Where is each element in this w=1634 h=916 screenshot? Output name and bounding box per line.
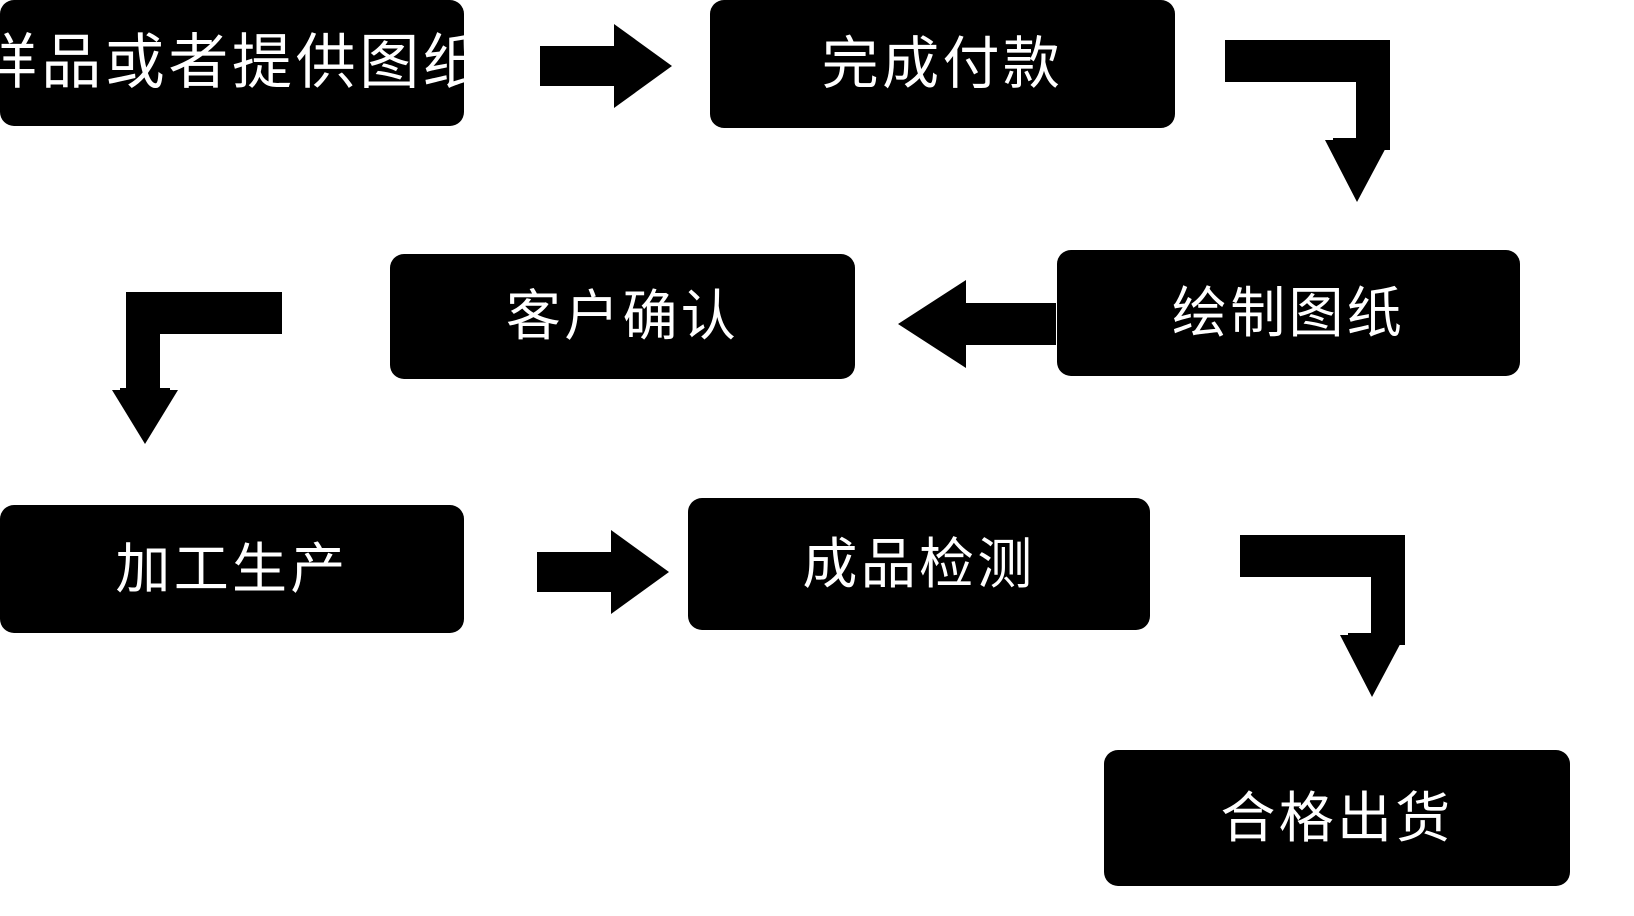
flow-node-customer-confirm[interactable]: 客户确认 — [390, 254, 855, 379]
elbow-right-down-icon — [1225, 40, 1390, 202]
flow-node-sample-or-drawing[interactable]: 样品或者提供图纸 — [0, 0, 483, 126]
flow-node-draw-drawing[interactable]: 绘制图纸 — [1057, 250, 1520, 376]
flow-node-complete-payment[interactable]: 完成付款 — [710, 0, 1175, 128]
elbow-left-down-icon — [112, 292, 282, 444]
flow-node-label: 成品检测 — [802, 532, 1036, 595]
flow-node-label: 样品或者提供图纸 — [0, 29, 487, 96]
flow-node-label: 客户确认 — [505, 285, 740, 347]
flow-node-label: 完成付款 — [821, 31, 1064, 96]
flow-node-qualified-shipment[interactable]: 合格出货 — [1104, 750, 1570, 886]
flow-node-label: 绘制图纸 — [1171, 281, 1406, 344]
flow-node-processing-production[interactable]: 加工生产 — [0, 505, 464, 633]
flow-node-finished-inspection[interactable]: 成品检测 — [688, 498, 1150, 630]
arrow-left-icon — [898, 280, 1056, 368]
arrow-right-icon — [537, 530, 669, 614]
arrow-right-icon — [540, 24, 672, 108]
elbow-right-down-icon — [1240, 535, 1405, 697]
flow-node-label: 加工生产 — [115, 537, 349, 600]
flow-node-label: 合格出货 — [1220, 786, 1454, 849]
